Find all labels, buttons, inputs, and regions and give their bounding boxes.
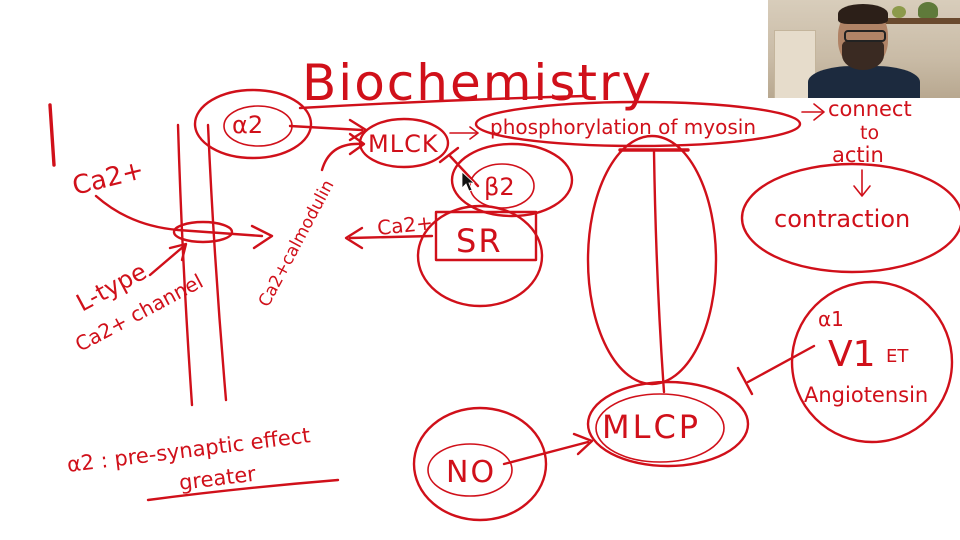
sr-ca-release-head — [344, 226, 364, 250]
no-outer-circle — [412, 406, 548, 522]
membrane-line-left — [176, 123, 194, 407]
alpha2-to-mlck-arrow — [288, 124, 364, 132]
contraction-ellipse — [740, 162, 960, 274]
mlcp-outer-circle — [586, 380, 750, 468]
ca-influx-arrow — [94, 194, 264, 238]
sr-label: SR — [456, 222, 503, 260]
ca-calmodulin-label: Ca2+calmodulin — [255, 177, 339, 311]
note-line2: greater — [178, 462, 258, 495]
receptor-inhibit-line — [746, 344, 816, 384]
mlck-label: MLCK — [368, 130, 439, 158]
calmodulin-arrow — [320, 142, 364, 172]
presenter-hair — [838, 4, 888, 24]
title-underline — [298, 94, 587, 110]
ca-left-label: Ca2+ — [69, 155, 147, 202]
membrane-line-right — [206, 123, 228, 402]
note-underline — [146, 478, 340, 502]
sr-ca-label: Ca2+ — [376, 210, 434, 240]
ltype-pointer-arrow — [148, 244, 186, 277]
sr-circle — [416, 204, 544, 308]
mlck-to-phospho-head — [469, 126, 479, 140]
background-plant-small — [892, 6, 906, 18]
connect-label-line1: connect — [828, 97, 912, 121]
phosphorylation-ellipse — [474, 100, 802, 148]
actin-to-contraction-head — [853, 185, 871, 197]
presenter-torso — [808, 66, 920, 98]
inhibition-loop-ellipse — [586, 134, 718, 386]
v1-label: V1 — [828, 334, 876, 375]
presenter-glasses — [844, 30, 886, 42]
no-label: NO — [446, 455, 496, 490]
alpha2-label: α2 — [232, 111, 263, 139]
et-label: ET — [886, 346, 909, 367]
beta2-outer-circle — [450, 142, 574, 218]
background-shelf — [878, 18, 960, 24]
sr-box — [434, 210, 538, 262]
alpha1-label: α1 — [818, 307, 844, 331]
no-to-mlcp-arrow — [502, 440, 590, 466]
ca-influx-arrowhead — [250, 224, 274, 250]
ltype-channel-ellipse — [172, 220, 234, 244]
mlcp-inhibit-line — [652, 150, 666, 394]
contraction-label: contraction — [774, 205, 910, 233]
background-plant — [918, 2, 938, 18]
presenter-beard — [842, 40, 884, 70]
no-to-mlcp-head — [572, 432, 594, 456]
angiotensin-label: Angiotensin — [804, 383, 928, 407]
phospho-to-connect-head — [813, 103, 825, 121]
beta2-inhibit-bar — [438, 146, 460, 164]
connect-label-line2: to — [860, 122, 879, 144]
beta2-inhibit-line — [448, 154, 480, 188]
left-tick-mark — [48, 103, 56, 167]
mouse-cursor-icon — [461, 171, 476, 192]
phosphorylation-label: phosphorylation of myosin — [490, 115, 756, 139]
receptor-inhibit-bar — [736, 366, 754, 396]
beta2-label: β2 — [484, 173, 515, 201]
mlcp-inner-circle — [595, 393, 725, 463]
no-inner-circle — [427, 443, 513, 497]
receptor-group-ellipse — [790, 280, 954, 444]
mlcp-label: MLCP — [602, 408, 701, 446]
sr-ca-release-arrow — [348, 234, 434, 240]
mlck-circle — [358, 117, 450, 169]
ltype-pointer-head — [168, 242, 188, 262]
webcam-video-overlay — [768, 0, 960, 98]
alpha2-outer-circle — [193, 88, 313, 160]
